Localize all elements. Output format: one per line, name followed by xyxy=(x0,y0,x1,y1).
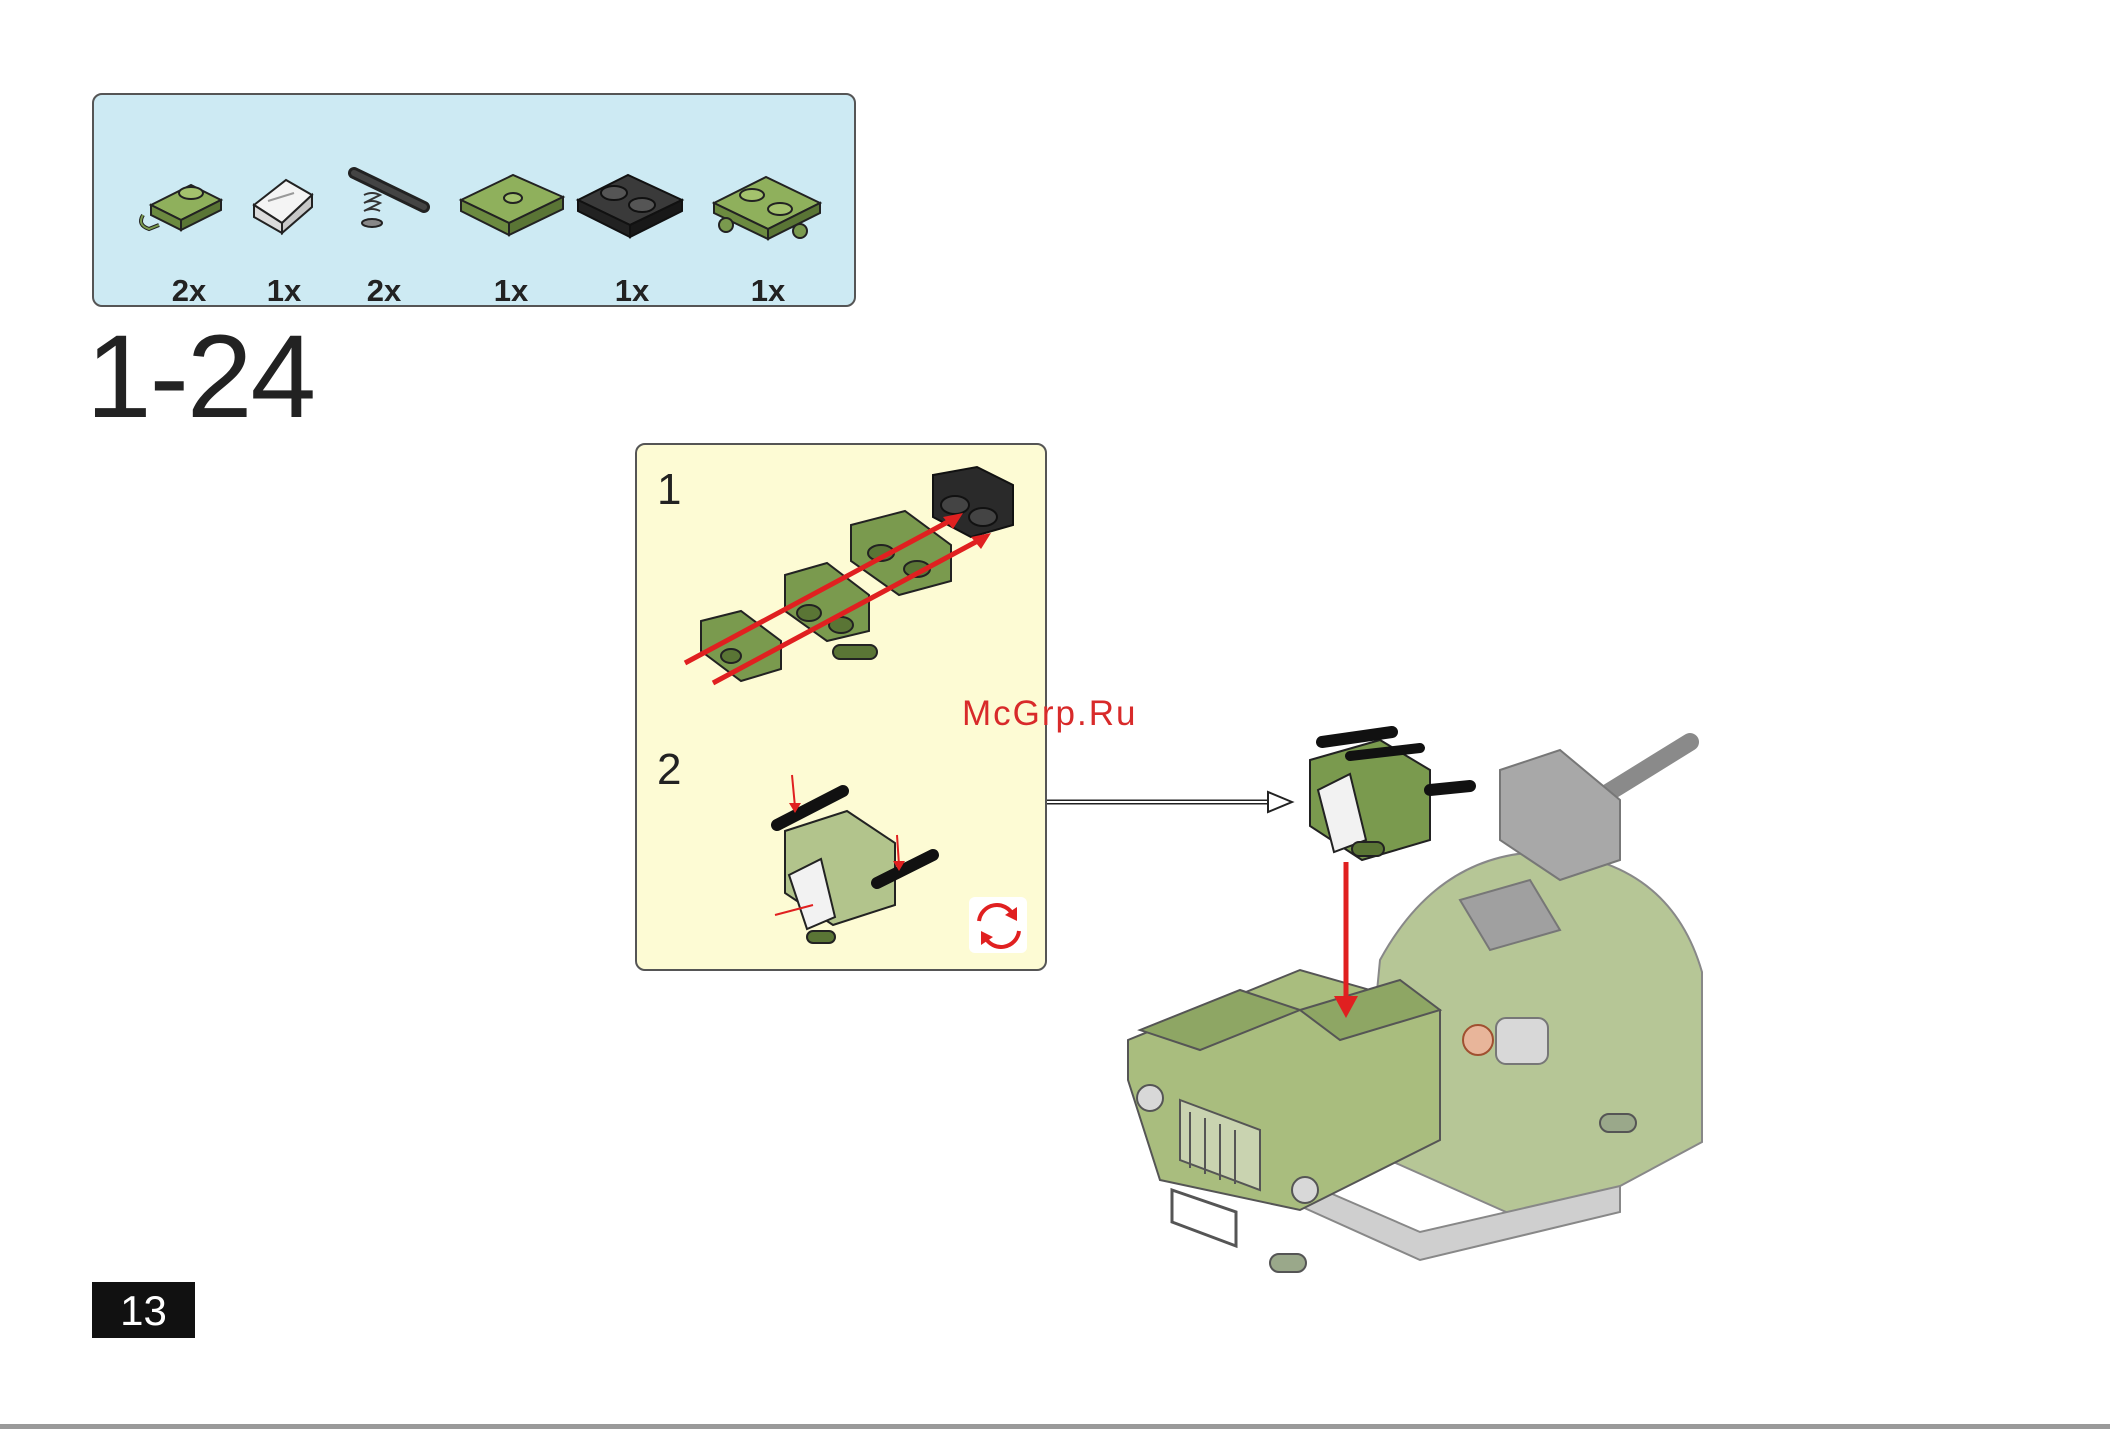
watermark-text: McGrp.Ru xyxy=(962,694,1137,734)
page-number: 13 xyxy=(92,1282,195,1338)
bottom-rule xyxy=(0,1424,2110,1429)
